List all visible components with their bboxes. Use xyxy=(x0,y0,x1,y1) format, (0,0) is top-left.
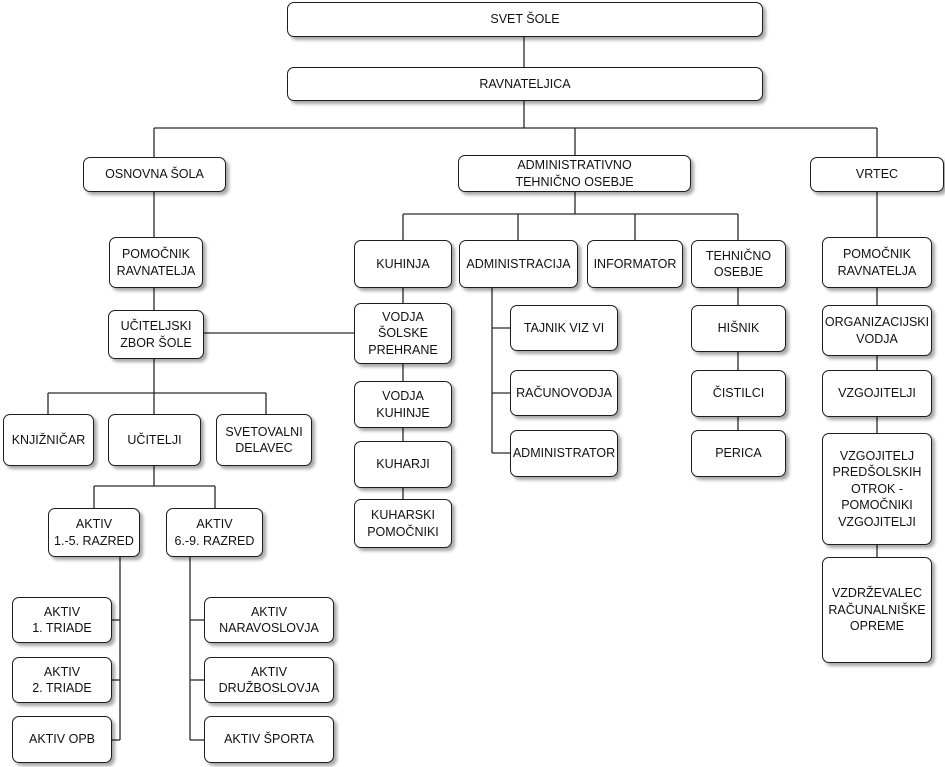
racunovodja-box: RAČUNOVODJA xyxy=(510,370,618,416)
uciteljski-zbor-box: UČITELJSKI ZBOR ŠOLE xyxy=(108,310,204,359)
ravnateljica-box: RAVNATELJICA xyxy=(287,67,763,101)
kuhinja-box: KUHINJA xyxy=(354,240,452,288)
pomocnik-ravnatelja-os-label: POMOČNIK RAVNATELJA xyxy=(116,247,196,278)
vzgojitelj-pomocniki-label: VZGOJITELJ PREDŠOLSKIH OTROK - POMOČNIKI… xyxy=(832,448,922,529)
tajnik-label: TAJNIK VIZ VI xyxy=(523,320,605,335)
ravnateljica-label: RAVNATELJICA xyxy=(479,76,571,91)
ucitelji-label: UČITELJI xyxy=(127,432,182,447)
osnovna-sola-box: OSNOVNA ŠOLA xyxy=(83,157,226,192)
svet-sole-label: SVET ŠOLE xyxy=(490,12,560,27)
pomocnik-ravnatelja-vrtec-label: POMOČNIK RAVNATELJA xyxy=(837,247,917,278)
aktiv-2-triade-label: AKTIV 2. TRIADE xyxy=(32,664,92,696)
pomocnik-ravnatelja-vrtec-box: POMOČNIK RAVNATELJA xyxy=(822,237,932,288)
kuharski-pomocniki-box: KUHARSKI POMOČNIKI xyxy=(354,499,452,548)
kuharji-box: KUHARJI xyxy=(354,441,452,488)
aktiv-2-triade-box: AKTIV 2. TRIADE xyxy=(12,657,112,703)
aktiv-druzboslovja-box: AKTIV DRUŽBOSLOVJA xyxy=(204,657,334,703)
aktiv-opb-label: AKTIV OPB xyxy=(29,732,95,747)
perica-label: PERICA xyxy=(715,446,762,461)
tehnicno-osebje-box: TEHNIČNO OSEBJE xyxy=(691,240,786,288)
vzgojitelji-label: VZGOJITELJI xyxy=(838,386,916,401)
vodja-kuhinje-box: VODJA KUHINJE xyxy=(354,381,452,428)
aktiv-sporta-box: AKTIV ŠPORTA xyxy=(204,716,334,763)
kuharji-label: KUHARJI xyxy=(376,457,430,472)
cistilci-box: ČISTILCI xyxy=(691,370,786,417)
aktiv-naravoslovja-box: AKTIV NARAVOSLOVJA xyxy=(204,597,334,643)
vrtec-box: VRTEC xyxy=(810,157,944,192)
administracija-label: ADMINISTRACIJA xyxy=(466,256,571,271)
vzgojitelji-box: VZGOJITELJI xyxy=(822,370,932,417)
kuhinja-label: KUHINJA xyxy=(376,256,430,271)
aktiv-6-9-razred-box: AKTIV 6.-9. RAZRED xyxy=(166,508,263,557)
hisnik-box: HIŠNIK xyxy=(691,305,786,352)
administrativno-osebje-box: ADMINISTRATIVNO TEHNIČNO OSEBJE xyxy=(458,155,691,192)
perica-box: PERICA xyxy=(691,430,786,477)
svet-sole-box: SVET ŠOLE xyxy=(287,2,763,37)
aktiv-1-5-razred-box: AKTIV 1.-5. RAZRED xyxy=(48,508,140,557)
vrtec-label: VRTEC xyxy=(855,167,899,182)
organizacijski-vodja-box: ORGANIZACIJSKI VODJA xyxy=(822,305,932,356)
pomocnik-ravnatelja-os-box: POMOČNIK RAVNATELJA xyxy=(109,237,203,288)
aktiv-6-9-razred-label: AKTIV 6.-9. RAZRED xyxy=(174,517,255,548)
cistilci-label: ČISTILCI xyxy=(712,386,765,401)
aktiv-druzboslovja-label: AKTIV DRUŽBOSLOVJA xyxy=(218,664,320,696)
kuharski-pomocniki-label: KUHARSKI POMOČNIKI xyxy=(367,508,439,539)
hisnik-label: HIŠNIK xyxy=(717,321,760,336)
vodja-solske-prehrane-box: VODJA ŠOLSKE PREHRANE xyxy=(354,303,452,364)
ucitelji-box: UČITELJI xyxy=(108,414,201,466)
vzdrzevalec-box: VZDRŽEVALEC RAČUNALNIŠKE OPREME xyxy=(822,557,932,663)
aktiv-naravoslovja-label: AKTIV NARAVOSLOVJA xyxy=(219,604,319,636)
svetovalni-delavec-label: SVETOVALNI DELAVEC xyxy=(225,424,303,456)
svetovalni-delavec-box: SVETOVALNI DELAVEC xyxy=(216,414,312,466)
tajnik-box: TAJNIK VIZ VI xyxy=(510,305,618,351)
administracija-box: ADMINISTRACIJA xyxy=(459,240,578,288)
vodja-kuhinje-label: VODJA KUHINJE xyxy=(376,389,430,420)
administrativno-osebje-label: ADMINISTRATIVNO TEHNIČNO OSEBJE xyxy=(515,158,634,189)
vzgojitelj-pomocniki-box: VZGOJITELJ PREDŠOLSKIH OTROK - POMOČNIKI… xyxy=(822,433,932,545)
aktiv-1-5-razred-label: AKTIV 1.-5. RAZRED xyxy=(54,517,134,548)
tehnicno-osebje-label: TEHNIČNO OSEBJE xyxy=(705,248,772,280)
administrator-box: ADMINISTRATOR xyxy=(510,430,618,477)
vodja-solske-prehrane-label: VODJA ŠOLSKE PREHRANE xyxy=(368,309,438,357)
racunovodja-label: RAČUNOVODJA xyxy=(516,385,612,400)
aktiv-opb-box: AKTIV OPB xyxy=(12,716,112,763)
uciteljski-zbor-label: UČITELJSKI ZBOR ŠOLE xyxy=(120,319,192,350)
aktiv-1-triade-box: AKTIV 1. TRIADE xyxy=(12,597,112,643)
aktiv-sporta-label: AKTIV ŠPORTA xyxy=(224,732,314,747)
osnovna-sola-label: OSNOVNA ŠOLA xyxy=(105,167,204,182)
knjiznicar-label: KNJIŽNIČAR xyxy=(11,432,86,447)
aktiv-1-triade-label: AKTIV 1. TRIADE xyxy=(32,604,92,636)
vzdrzevalec-label: VZDRŽEVALEC RAČUNALNIŠKE OPREME xyxy=(828,586,926,634)
informator-label: INFORMATOR xyxy=(593,256,677,271)
organizacijski-vodja-label: ORGANIZACIJSKI VODJA xyxy=(824,315,930,346)
administrator-label: ADMINISTRATOR xyxy=(512,446,616,461)
knjiznicar-box: KNJIŽNIČAR xyxy=(3,414,94,466)
informator-box: INFORMATOR xyxy=(587,240,683,288)
